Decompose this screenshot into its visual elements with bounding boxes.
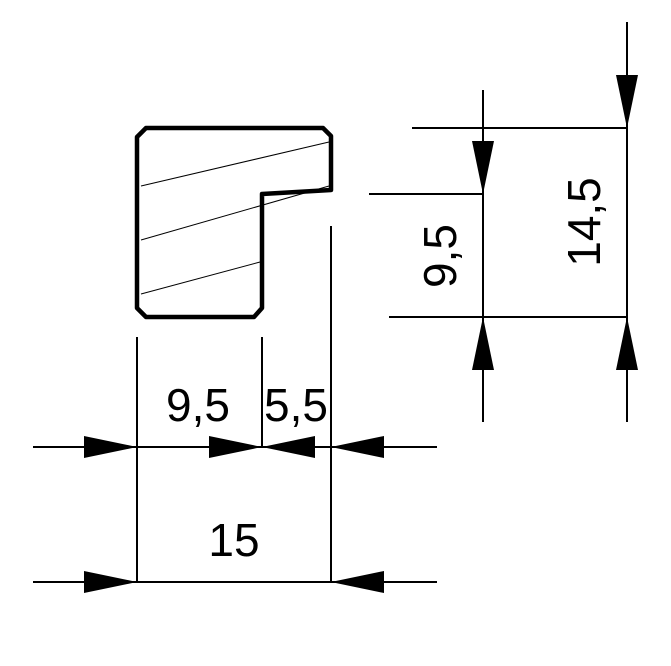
label-width-right: 5,5	[264, 379, 328, 431]
extension-lines-horizontal-dims	[136, 226, 332, 582]
label-width-total: 15	[208, 514, 259, 566]
arrow-right-bottom	[84, 571, 137, 593]
arrow-up-inner	[472, 317, 494, 370]
label-height-total: 14,5	[558, 177, 610, 267]
arrow-down-total	[616, 75, 638, 128]
arrow-down-inner	[472, 141, 494, 194]
dim-line-inner-height	[472, 90, 494, 422]
arrow-right-at-step	[209, 436, 262, 458]
arrow-left-at-right	[331, 436, 384, 458]
dim-line-total-width	[33, 571, 437, 593]
arrow-left-bottom	[331, 571, 384, 593]
label-height-inner: 9,5	[414, 224, 466, 288]
hatch-line-2	[140, 185, 330, 241]
arrow-right-at-left	[84, 436, 137, 458]
profile-section	[134, 125, 334, 320]
dim-line-partial-widths	[33, 436, 437, 458]
hatch-line-1	[140, 141, 330, 187]
profile-outline	[134, 125, 334, 320]
arrow-left-at-step	[262, 436, 315, 458]
dim-line-total-height	[616, 22, 638, 422]
arrow-up-total	[616, 317, 638, 370]
hatch-line-3	[140, 261, 261, 295]
label-width-left: 9,5	[166, 379, 230, 431]
extension-lines-vertical-dims	[369, 127, 627, 318]
